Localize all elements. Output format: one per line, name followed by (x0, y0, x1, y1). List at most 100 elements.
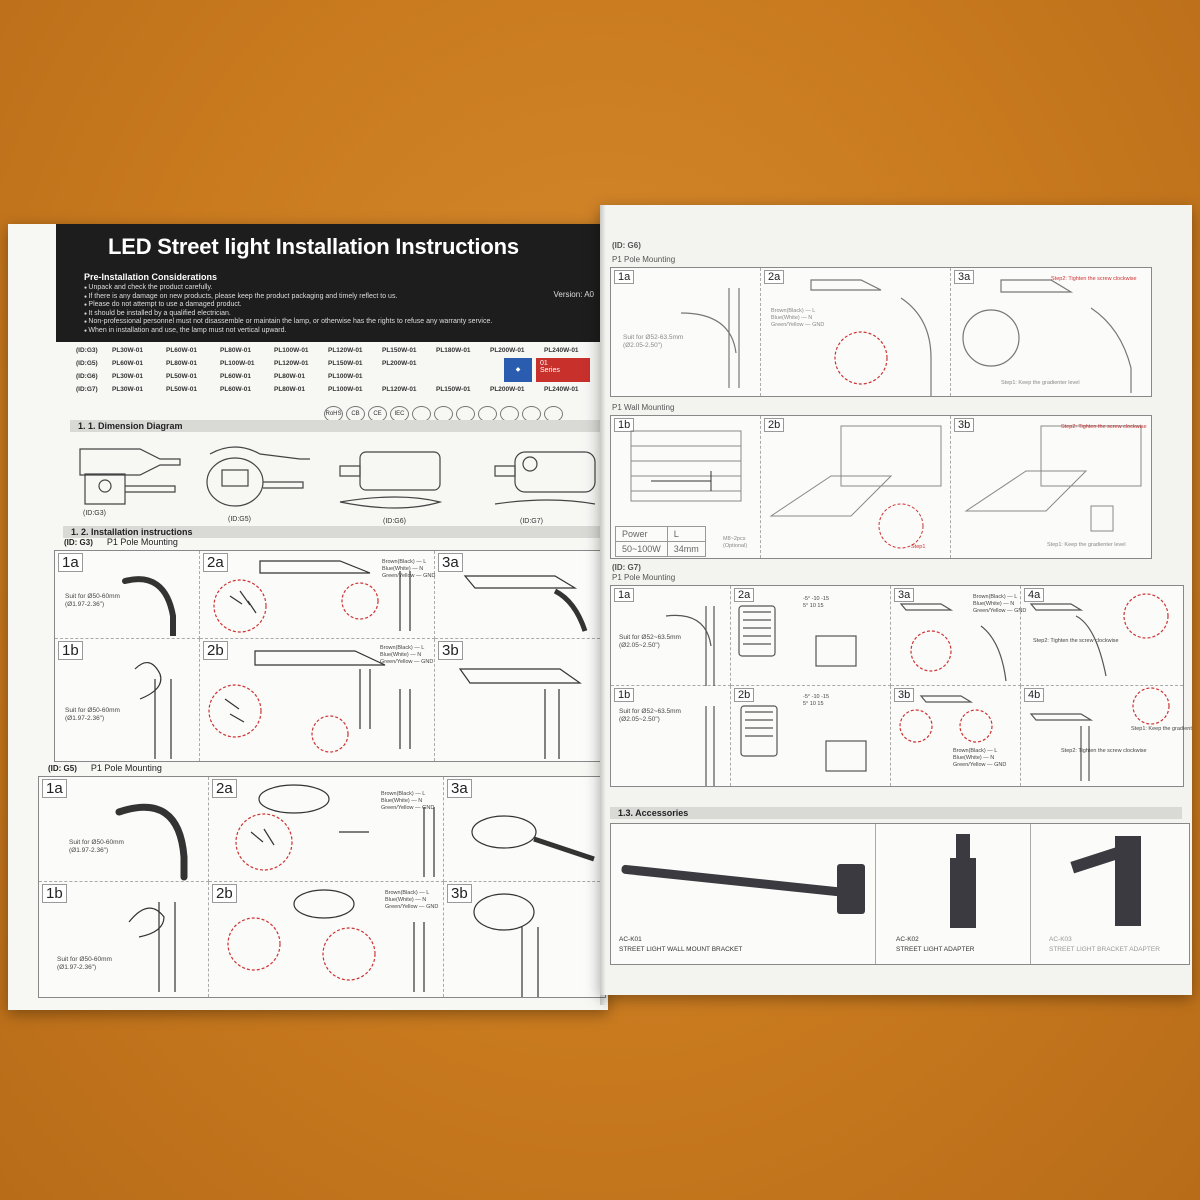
right-page: (ID: G6) P1 Pole Mounting 1a Suit for Ø5… (600, 205, 1192, 995)
model-id: (ID:G5) (76, 360, 98, 367)
accessory-name: STREET LIGHT WALL MOUNT BRACKET (619, 946, 743, 953)
accessory-name: STREET LIGHT ADAPTER (896, 946, 975, 953)
consideration-item: Non-professional personnel must not disa… (84, 318, 604, 327)
model-code: PL240W-01 (544, 386, 579, 393)
g3-step-1b: 1b Suit for Ø50-60mm (Ø1.97-2.36") (55, 639, 200, 761)
step-number: 3a (954, 270, 975, 284)
dimension-id-g7: (ID:G7) (520, 518, 543, 525)
model-code: PL60W-01 (220, 386, 251, 393)
g6-step-2a: 2a Brown(Black) — L Blue(White) — N Gree… (761, 268, 951, 396)
power-range: 50~100W (615, 541, 668, 557)
step-number: 1b (58, 641, 83, 660)
g3-steps-grid: 1a Suit for Ø50-60mm (Ø1.97-2.36") 2a Br… (54, 550, 606, 762)
model-id: (ID:G6) (76, 373, 98, 380)
step-number: 2a (212, 779, 237, 798)
step-number: 3b (438, 641, 463, 660)
g5-step-3a: 3a (444, 777, 605, 882)
model-code: PL100W-01 (328, 373, 363, 380)
adapter-icon (950, 834, 976, 928)
step-number: 1a (42, 779, 67, 798)
step-number: 1a (614, 588, 635, 602)
bolt-note: M8~2pcs (Optional) (723, 536, 748, 549)
suit-note: Suit for Ø50-60mm (Ø1.97-2.36") (65, 593, 120, 608)
g3-step-3b: 3b (435, 639, 605, 761)
g7-step-2a: 2a -5° -10 -15 5° 10 15 (731, 586, 891, 686)
model-code: PL120W-01 (382, 386, 417, 393)
model-code: PL150W-01 (382, 347, 417, 354)
step-number: 2a (764, 270, 785, 284)
header-banner: LED Street light Installation Instructio… (56, 224, 608, 342)
step-number: 1b (614, 688, 635, 702)
accessory-wall-bracket: AC-K01 STREET LIGHT WALL MOUNT BRACKET (611, 824, 876, 964)
document-title: LED Street light Installation Instructio… (108, 234, 519, 259)
step1-note: Step1 (911, 544, 926, 550)
g5-mount: P1 Pole Mounting (90, 763, 162, 773)
accessory-code: AC-K03 (1049, 936, 1072, 943)
page-fold (600, 205, 606, 1005)
angle-labels: -5° -10 -15 5° 10 15 (803, 596, 830, 609)
g6-step-2b: 2b Step1 (761, 416, 951, 558)
model-row: (ID:G6) PL30W-01 PL50W-01 PL60W-01 PL80W… (76, 370, 598, 383)
g7-step-3b: 3b Brown(Black) — L Blue(White) — N Gree… (891, 686, 1021, 786)
wiring-legend: Brown(Black) — L Blue(White) — N Green/Y… (380, 645, 434, 665)
suit-note: Suit for Ø50-60mm (Ø1.97-2.36") (65, 707, 120, 722)
step-number: 3a (447, 779, 472, 798)
consideration-item: If there is any damage on new products, … (84, 293, 604, 302)
g3-label: (ID: G3)P1 Pole Mounting (64, 537, 178, 547)
model-code: PL240W-01 (544, 347, 579, 354)
step-number: 3a (438, 553, 463, 572)
suit-note: Suit for Ø52~63.5mm (Ø2.05~2.50") (619, 634, 681, 649)
suit-note: Suit for Ø52-63.5mm (Ø2.05-2.50") (623, 334, 684, 349)
step-number: 1a (614, 270, 635, 284)
tighten-note: Step2: Tighten the screw clockwise (1061, 748, 1147, 754)
install-heading: 1. 2. Installation instructions (63, 526, 603, 538)
step-number: 2a (203, 553, 228, 572)
model-code: PL50W-01 (166, 373, 197, 380)
pre-installation-heading: Pre-Installation Considerations (84, 272, 218, 282)
considerations-list: Unpack and check the product carefully. … (84, 284, 604, 336)
consideration-item: Please do not attempt to use a damaged p… (84, 301, 604, 310)
wiring-legend: Brown(Black) — L Blue(White) — N Green/Y… (382, 559, 436, 579)
level-note: Step1: Keep the gradienter level (1001, 380, 1080, 386)
g7-step-3a: 3a Brown(Black) — L Blue(White) — N Gree… (891, 586, 1026, 686)
model-code: PL200W-01 (490, 347, 525, 354)
g7-step-2b: 2b -5° -10 -15 5° 10 15 (731, 686, 891, 786)
g5-label: (ID: G5)P1 Pole Mounting (48, 763, 162, 773)
accessory-bracket-adapter: AC-K03 STREET LIGHT BRACKET ADAPTER (1031, 824, 1189, 964)
consideration-item: It should be installed by a qualified el… (84, 310, 604, 319)
tighten-note: Step2: Tighten the screw clockwise (1061, 424, 1147, 430)
step-number: 3b (894, 688, 915, 702)
dimension-heading: 1. 1. Dimension Diagram (70, 420, 600, 432)
dimension-drawings (79, 446, 596, 509)
model-code: PL30W-01 (112, 347, 143, 354)
model-code: PL30W-01 (112, 386, 143, 393)
angle-labels: -5° -10 -15 5° 10 15 (803, 694, 830, 707)
accessory-code: AC-K01 (619, 936, 642, 943)
g6-step-3b: 3b Step2: Tighten the screw clockwise St… (951, 416, 1151, 558)
model-code: PL150W-01 (436, 386, 471, 393)
step-number: 3b (954, 418, 975, 432)
series-badge: 01 Series (536, 358, 590, 382)
g7-pole-heading: P1 Pole Mounting (612, 573, 676, 582)
model-row: (ID:G5) PL60W-01 PL80W-01 PL100W-01 PL12… (76, 357, 598, 370)
step-number: 2b (212, 884, 237, 903)
g5-step-3b: 3b (444, 882, 605, 997)
consideration-item: Unpack and check the product carefully. (84, 284, 604, 293)
tighten-note: Step2: Tighten the screw clockwise (1051, 276, 1137, 282)
step-number: 1a (58, 553, 83, 572)
g6-step-1a: 1a Suit for Ø52-63.5mm (Ø2.05-2.50") (611, 268, 761, 396)
model-code: PL60W-01 (220, 373, 251, 380)
model-code: PL60W-01 (112, 360, 143, 367)
g3-step-3a: 3a (435, 551, 605, 639)
version-label: Version: A0 (553, 290, 594, 299)
step-number: 4a (1024, 588, 1045, 602)
g3-step-2a: 2a Brown(Black) — L Blue(White) — N Gree… (200, 551, 435, 639)
wiring-legend: Brown(Black) — L Blue(White) — N Green/Y… (973, 594, 1027, 614)
g5-step-2b: 2b Brown(Black) — L Blue(White) — N Gree… (209, 882, 444, 997)
step-number: 4b (1024, 688, 1045, 702)
g3-step-1a: 1a Suit for Ø50-60mm (Ø1.97-2.36") (55, 551, 200, 639)
level-note: Step1: Keep the gradienter level (1131, 726, 1192, 732)
wiring-legend: Brown(Black) — L Blue(White) — N Green/Y… (771, 308, 825, 328)
